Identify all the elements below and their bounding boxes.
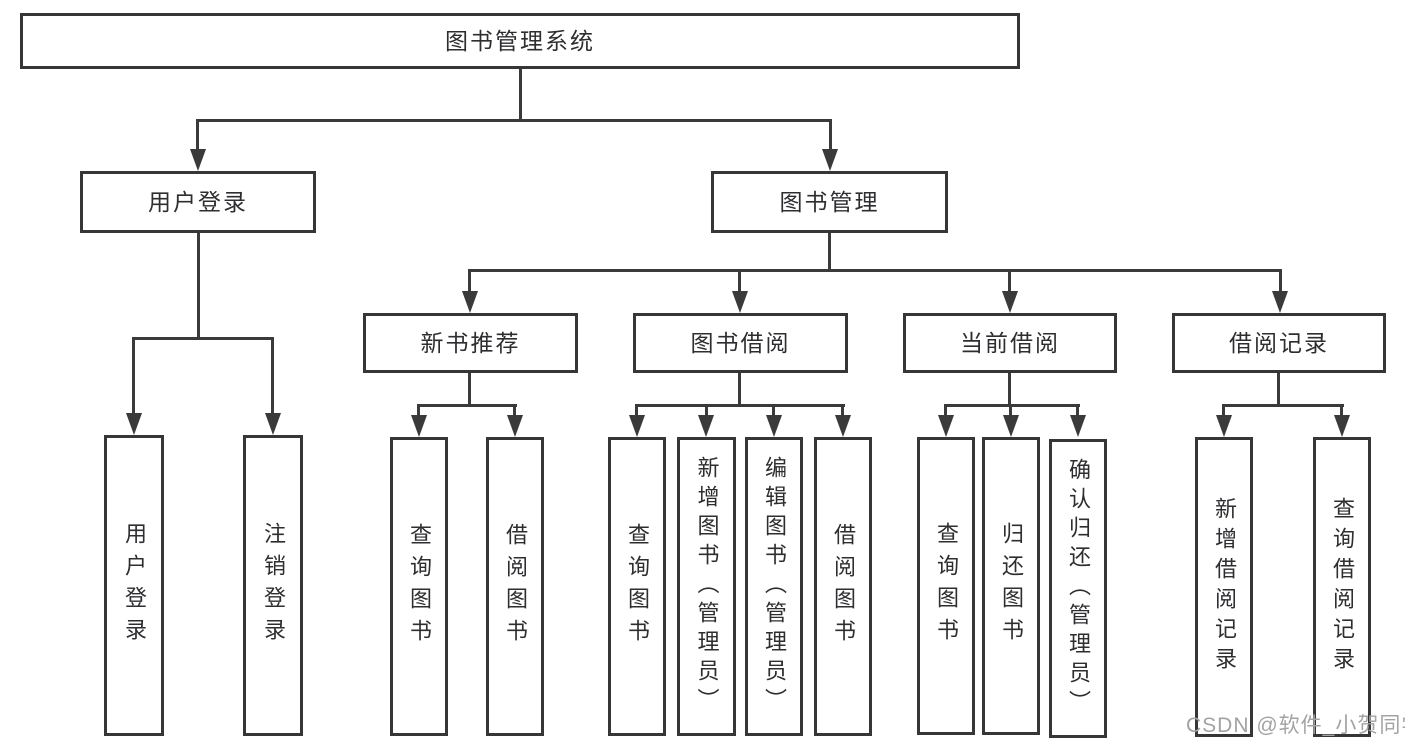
connector-line (635, 404, 638, 417)
connector-line (705, 404, 708, 417)
node-br-add-borrow-record: 新增借阅记录 (1195, 437, 1253, 737)
arrow-down-icon (766, 415, 782, 437)
connector-line (1277, 373, 1280, 407)
arrow-down-icon (1002, 291, 1018, 313)
connector-line (1008, 269, 1011, 293)
arrow-down-icon (1003, 415, 1019, 437)
arrow-down-icon (411, 415, 427, 437)
node-bb-add-books-admin: 新增图书（管理员） (677, 437, 736, 736)
arrow-down-icon (1272, 291, 1288, 313)
arrow-down-icon (1216, 415, 1232, 437)
connector-line (1340, 404, 1343, 417)
connector-line (944, 404, 1080, 407)
arrow-down-icon (822, 149, 838, 171)
connector-line (468, 373, 471, 407)
connector-line (196, 119, 832, 122)
connector-line (1222, 404, 1225, 417)
node-bb-edit-books-admin: 编辑图书（管理员） (745, 437, 803, 736)
node-cb-return-books: 归还图书 (982, 437, 1040, 735)
arrow-down-icon (835, 415, 851, 437)
arrow-down-icon (126, 413, 142, 435)
connector-line (738, 269, 741, 293)
arrow-down-icon (462, 291, 478, 313)
connector-line (197, 233, 200, 337)
connector-line (513, 404, 516, 417)
connector-line (468, 269, 471, 293)
arrow-down-icon (265, 413, 281, 435)
arrow-down-icon (938, 415, 954, 437)
connector-line (132, 337, 135, 415)
connector-line (829, 119, 832, 152)
arrow-down-icon (698, 415, 714, 437)
connector-line (1279, 269, 1282, 293)
connector-line (196, 119, 199, 152)
node-new-book-recommendation: 新书推荐 (363, 313, 578, 373)
connector-line (417, 404, 517, 407)
arrow-down-icon (1334, 415, 1350, 437)
node-rec-borrow-books: 借阅图书 (486, 437, 544, 736)
node-leaf-user-login: 用户登录 (104, 435, 164, 736)
arrow-down-icon (732, 291, 748, 313)
node-br-query-borrow-record: 查询借阅记录 (1313, 437, 1371, 737)
arrow-down-icon (1070, 415, 1086, 437)
connector-line (635, 404, 845, 407)
node-borrowing-records: 借阅记录 (1172, 313, 1386, 373)
connector-line (271, 337, 274, 415)
connector-line (468, 269, 1282, 272)
node-book-management: 图书管理 (711, 171, 948, 233)
arrow-down-icon (507, 415, 523, 437)
node-user-login: 用户登录 (80, 171, 316, 233)
node-library-management-system: 图书管理系统 (20, 13, 1020, 69)
node-leaf-logout: 注销登录 (243, 435, 303, 736)
connector-line (417, 404, 420, 417)
node-bb-borrow-books: 借阅图书 (814, 437, 872, 736)
connector-line (738, 373, 741, 407)
connector-line (1008, 373, 1011, 407)
connector-line (772, 404, 775, 417)
node-bb-query-books: 查询图书 (608, 437, 666, 736)
connector-line (1222, 404, 1344, 407)
node-cb-confirm-return-admin: 确认归还（管理员） (1049, 439, 1107, 738)
node-cb-query-books: 查询图书 (917, 437, 975, 735)
connector-line (944, 404, 947, 417)
arrow-down-icon (629, 415, 645, 437)
connector-line (1076, 404, 1079, 417)
csdn-watermark: CSDN @软件_小贺同学 (1186, 714, 1405, 737)
node-book-borrowing: 图书借阅 (633, 313, 848, 373)
connector-line (1009, 404, 1012, 417)
connector-line (828, 233, 831, 272)
connector-line (132, 337, 274, 340)
connector-line (519, 69, 522, 119)
connector-line (841, 404, 844, 417)
node-current-borrowing: 当前借阅 (903, 313, 1117, 373)
node-rec-query-books: 查询图书 (390, 437, 448, 736)
arrow-down-icon (190, 149, 206, 171)
